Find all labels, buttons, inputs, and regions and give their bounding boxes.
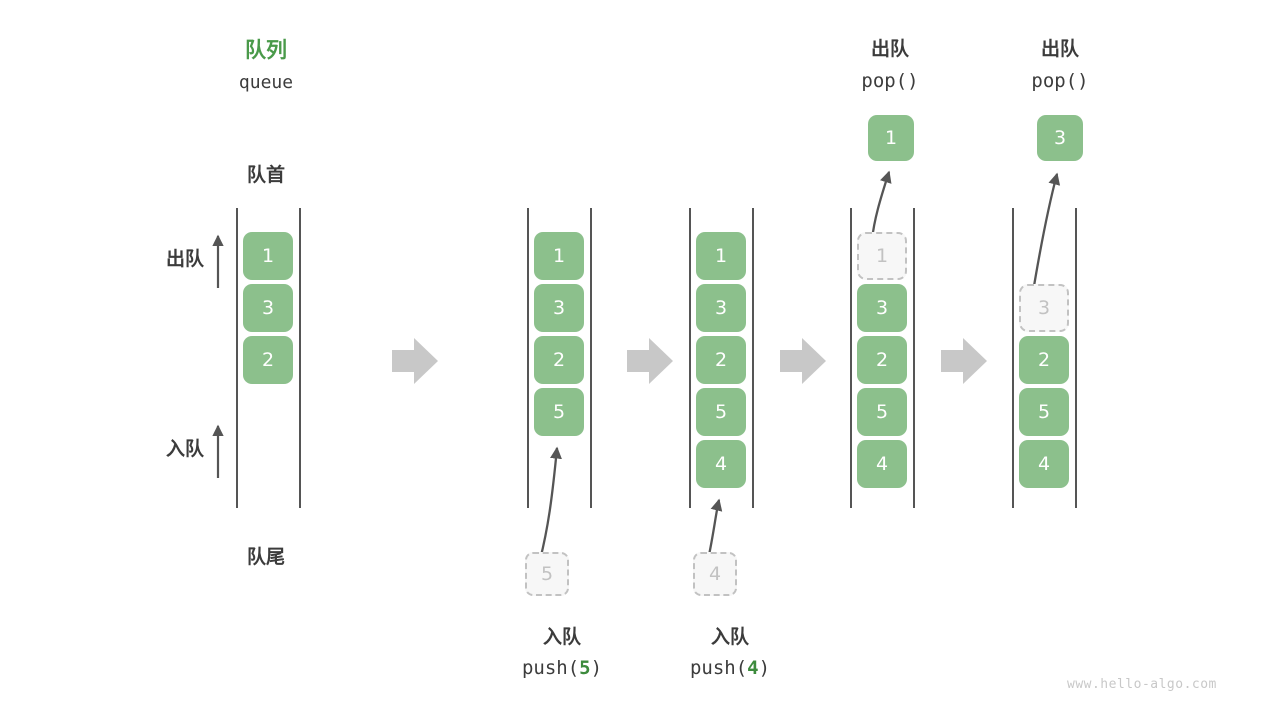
- front-label: 队首: [246, 164, 285, 186]
- pop-arrow-3: [1031, 172, 1061, 293]
- page-subtitle: queue: [238, 72, 294, 93]
- rail-left: [527, 208, 529, 508]
- caption-code-prefix: push(: [521, 657, 580, 679]
- queue-cell: 5: [534, 388, 584, 436]
- queue-cell: 4: [857, 440, 907, 488]
- rail-right: [590, 208, 592, 508]
- rear-label: 队尾: [246, 546, 285, 568]
- queue-cell: 2: [696, 336, 746, 384]
- rail-left: [689, 208, 691, 508]
- queue-cell: 5: [696, 388, 746, 436]
- caption-code-value: 4: [747, 657, 759, 679]
- queue-cell: 2: [857, 336, 907, 384]
- step-caption-code: pop(): [1031, 70, 1089, 92]
- step-caption-code: push(5): [487, 657, 637, 679]
- dequeue-direction-label: 出队: [165, 248, 204, 270]
- step-caption-code: push(4): [655, 657, 805, 679]
- queue-cell: 2: [243, 336, 293, 384]
- page-title: 队列: [245, 38, 287, 62]
- popped-element: 3: [1037, 115, 1083, 161]
- queue-cell: 5: [1019, 388, 1069, 436]
- rail-right: [913, 208, 915, 508]
- rail-left: [850, 208, 852, 508]
- caption-code-prefix: push(: [689, 657, 748, 679]
- queue-cell: 3: [243, 284, 293, 332]
- queue-cell: 3: [857, 284, 907, 332]
- queue-cell: 2: [1019, 336, 1069, 384]
- step-caption-cn: 入队: [710, 626, 749, 648]
- popped-element: 1: [868, 115, 914, 161]
- rail-left: [1012, 208, 1014, 508]
- rail-right: [1075, 208, 1077, 508]
- caption-code-value: 5: [579, 657, 591, 679]
- step-caption-code: pop(): [861, 70, 919, 92]
- push-arrow-5: [538, 446, 562, 561]
- flow-arrow-icon-1: [392, 338, 438, 384]
- queue-cell: 5: [857, 388, 907, 436]
- queue-cell: 1: [243, 232, 293, 280]
- flow-arrow-icon-3: [780, 338, 826, 384]
- pop-arrow-1: [870, 170, 892, 241]
- enqueue-direction-label: 入队: [165, 438, 204, 460]
- rail-left: [236, 208, 238, 508]
- queue-cell-ghost: 1: [857, 232, 907, 280]
- queue-cell: 4: [696, 440, 746, 488]
- push-arrow-4: [706, 498, 723, 561]
- caption-code-suffix: ): [590, 657, 603, 679]
- flow-arrow-icon-2: [627, 338, 673, 384]
- flow-arrow-icon-4: [941, 338, 987, 384]
- queue-cell: 3: [534, 284, 584, 332]
- queue-cell: 1: [696, 232, 746, 280]
- queue-cell: 2: [534, 336, 584, 384]
- queue-cell: 3: [696, 284, 746, 332]
- incoming-element: 5: [525, 552, 569, 596]
- rail-right: [299, 208, 301, 508]
- watermark: www.hello-algo.com: [1067, 677, 1217, 692]
- step-caption-cn: 出队: [1040, 38, 1079, 60]
- rail-right: [752, 208, 754, 508]
- queue-cell: 4: [1019, 440, 1069, 488]
- queue-cell-ghost: 3: [1019, 284, 1069, 332]
- step-caption-cn: 入队: [542, 626, 581, 648]
- queue-cell: 1: [534, 232, 584, 280]
- step-caption-cn: 出队: [870, 38, 909, 60]
- incoming-element: 4: [693, 552, 737, 596]
- caption-code-suffix: ): [758, 657, 771, 679]
